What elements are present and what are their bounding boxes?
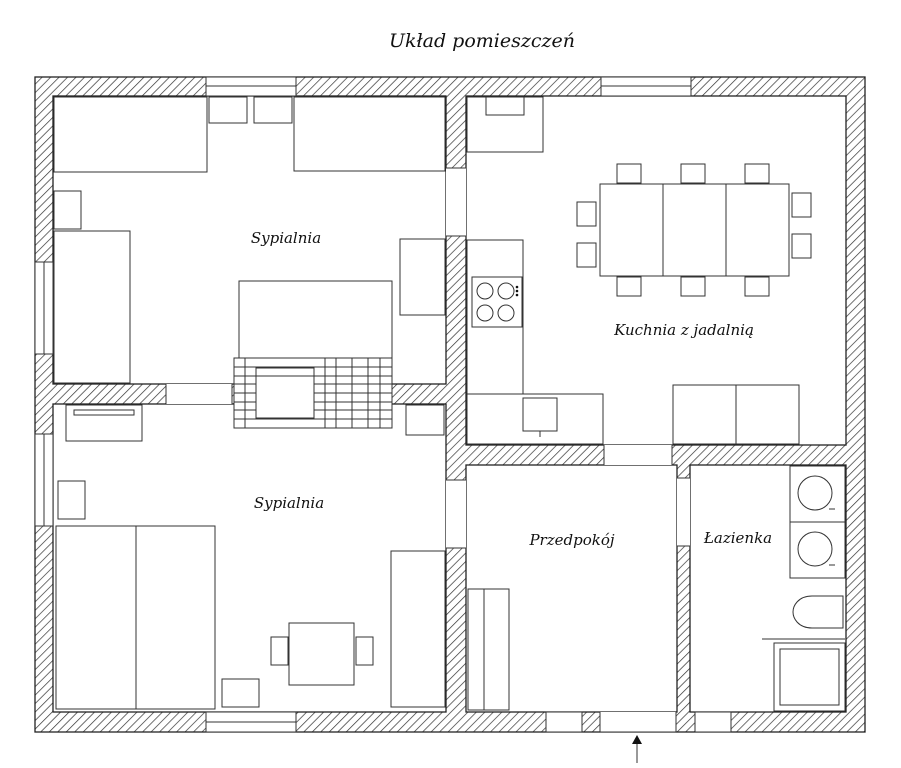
entrance-door bbox=[600, 712, 676, 732]
entrance-arrow-icon bbox=[632, 735, 642, 763]
cabinet bbox=[672, 384, 737, 445]
bed bbox=[55, 525, 137, 710]
room-label-hallway: Przedpokój bbox=[528, 531, 614, 549]
shelf bbox=[253, 96, 293, 124]
door-bedroom-bottom-to-hall bbox=[446, 480, 466, 548]
sink-icon bbox=[522, 397, 558, 437]
sofa bbox=[238, 280, 393, 359]
stove-icon bbox=[471, 276, 523, 328]
shelf bbox=[208, 96, 248, 124]
toilet-icon bbox=[792, 595, 844, 629]
door-bedroom-top-to-kitchen bbox=[446, 168, 466, 236]
room-label-bathroom: Łazienka bbox=[703, 529, 772, 547]
room-label-kitchen: Kuchnia z jadalnią bbox=[613, 321, 754, 339]
shoe-cabinet bbox=[467, 588, 510, 711]
door-bedrooms bbox=[166, 384, 232, 404]
nightstand bbox=[57, 480, 86, 520]
box bbox=[221, 678, 260, 708]
window-bottom-mid bbox=[545, 711, 583, 733]
door-hall-to-bathroom bbox=[677, 478, 690, 546]
window-bathroom bbox=[694, 711, 732, 733]
wardrobe bbox=[390, 550, 446, 708]
wardrobe bbox=[293, 96, 446, 172]
nightstand bbox=[53, 190, 82, 230]
tiled-stove bbox=[233, 357, 393, 429]
table-with-chairs bbox=[270, 622, 374, 686]
room-label-bedroom-top: Sypialnia bbox=[251, 229, 321, 247]
dining-chairs bbox=[576, 163, 812, 297]
nightstand bbox=[405, 404, 445, 436]
plan-title: Układ pomieszczeń bbox=[389, 30, 575, 52]
wardrobe bbox=[53, 96, 208, 173]
bed bbox=[53, 230, 131, 384]
bed bbox=[135, 525, 216, 710]
dining-table bbox=[599, 183, 790, 277]
door-kitchen-to-hall bbox=[604, 445, 672, 465]
washing-machine-icon bbox=[789, 465, 846, 579]
desk bbox=[399, 238, 446, 316]
cabinet bbox=[735, 384, 800, 445]
bathtub-icon bbox=[762, 638, 846, 712]
room-label-bedroom-bottom: Sypialnia bbox=[254, 494, 324, 512]
